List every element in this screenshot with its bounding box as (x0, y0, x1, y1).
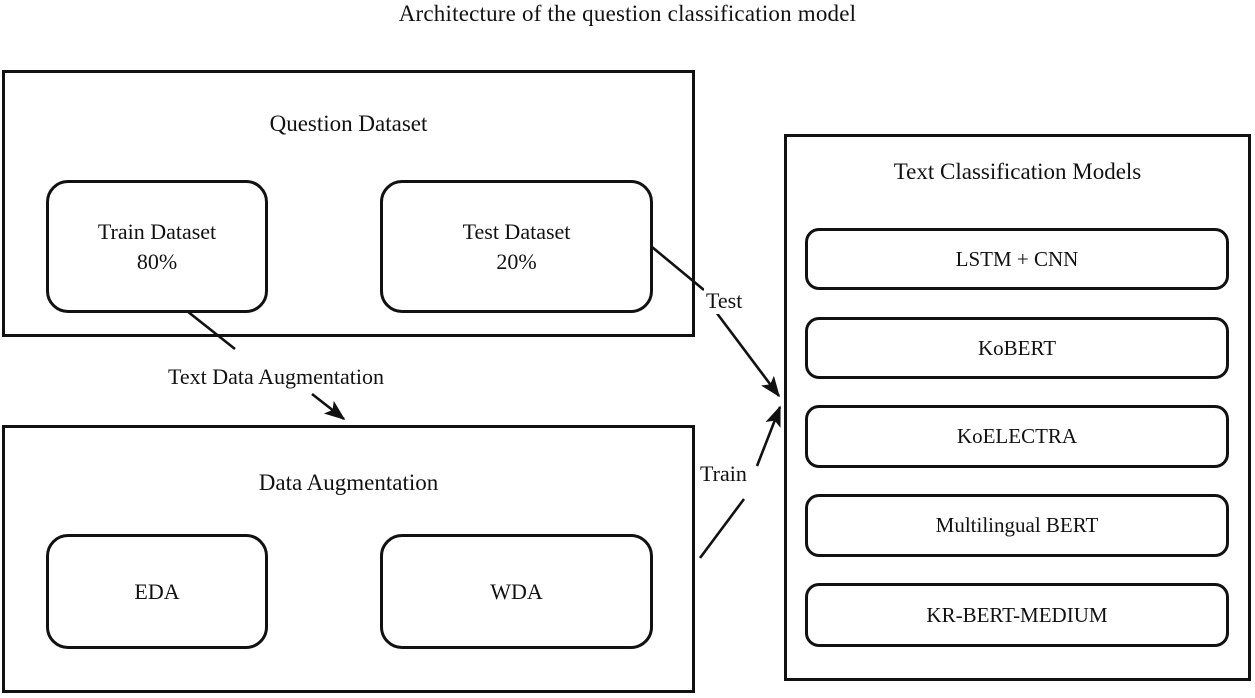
box-train-dataset[interactable]: Train Dataset 80% (46, 180, 268, 313)
edge-label-train: Train (698, 461, 749, 487)
box-train-dataset-label: Train Dataset (97, 218, 217, 244)
panel-data-augmentation-title: Data Augmentation (258, 470, 439, 495)
edge-train-segment-lower (698, 498, 746, 559)
box-model-multilingual-bert[interactable]: Multilingual BERT (805, 494, 1229, 557)
figure-title: Architecture of the question classificat… (398, 1, 857, 26)
edge-label-test: Test (704, 288, 745, 314)
box-model-lstm-cnn-label: LSTM + CNN (955, 246, 1079, 271)
box-train-dataset-value: 80% (136, 248, 178, 274)
box-model-koelectra[interactable]: KoELECTRA (805, 405, 1229, 468)
box-model-kobert-label: KoBERT (977, 335, 1057, 360)
box-model-kr-bert-medium[interactable]: KR-BERT-MEDIUM (805, 583, 1229, 647)
panel-question-dataset-title: Question Dataset (269, 111, 428, 136)
box-test-dataset-label: Test Dataset (462, 218, 571, 244)
edge-text-data-augmentation-segment-lower (311, 392, 346, 421)
box-wda-label: WDA (490, 578, 543, 604)
box-wda[interactable]: WDA (380, 534, 653, 649)
panel-text-classification-models-title: Text Classification Models (893, 159, 1142, 184)
box-eda-label: EDA (134, 578, 180, 604)
box-model-lstm-cnn[interactable]: LSTM + CNN (805, 228, 1229, 290)
box-model-kobert[interactable]: KoBERT (805, 317, 1229, 379)
edge-test-segment-lower (714, 311, 781, 398)
edge-train-segment-upper (755, 405, 782, 467)
box-model-kr-bert-medium-label: KR-BERT-MEDIUM (926, 602, 1108, 627)
box-test-dataset-value: 20% (496, 248, 537, 274)
box-test-dataset[interactable]: Test Dataset 20% (380, 180, 653, 313)
box-eda[interactable]: EDA (46, 534, 268, 649)
box-model-koelectra-label: KoELECTRA (956, 424, 1078, 449)
box-model-multilingual-bert-label: Multilingual BERT (935, 513, 1099, 538)
edge-label-text-data-augmentation: Text Data Augmentation (166, 364, 386, 390)
